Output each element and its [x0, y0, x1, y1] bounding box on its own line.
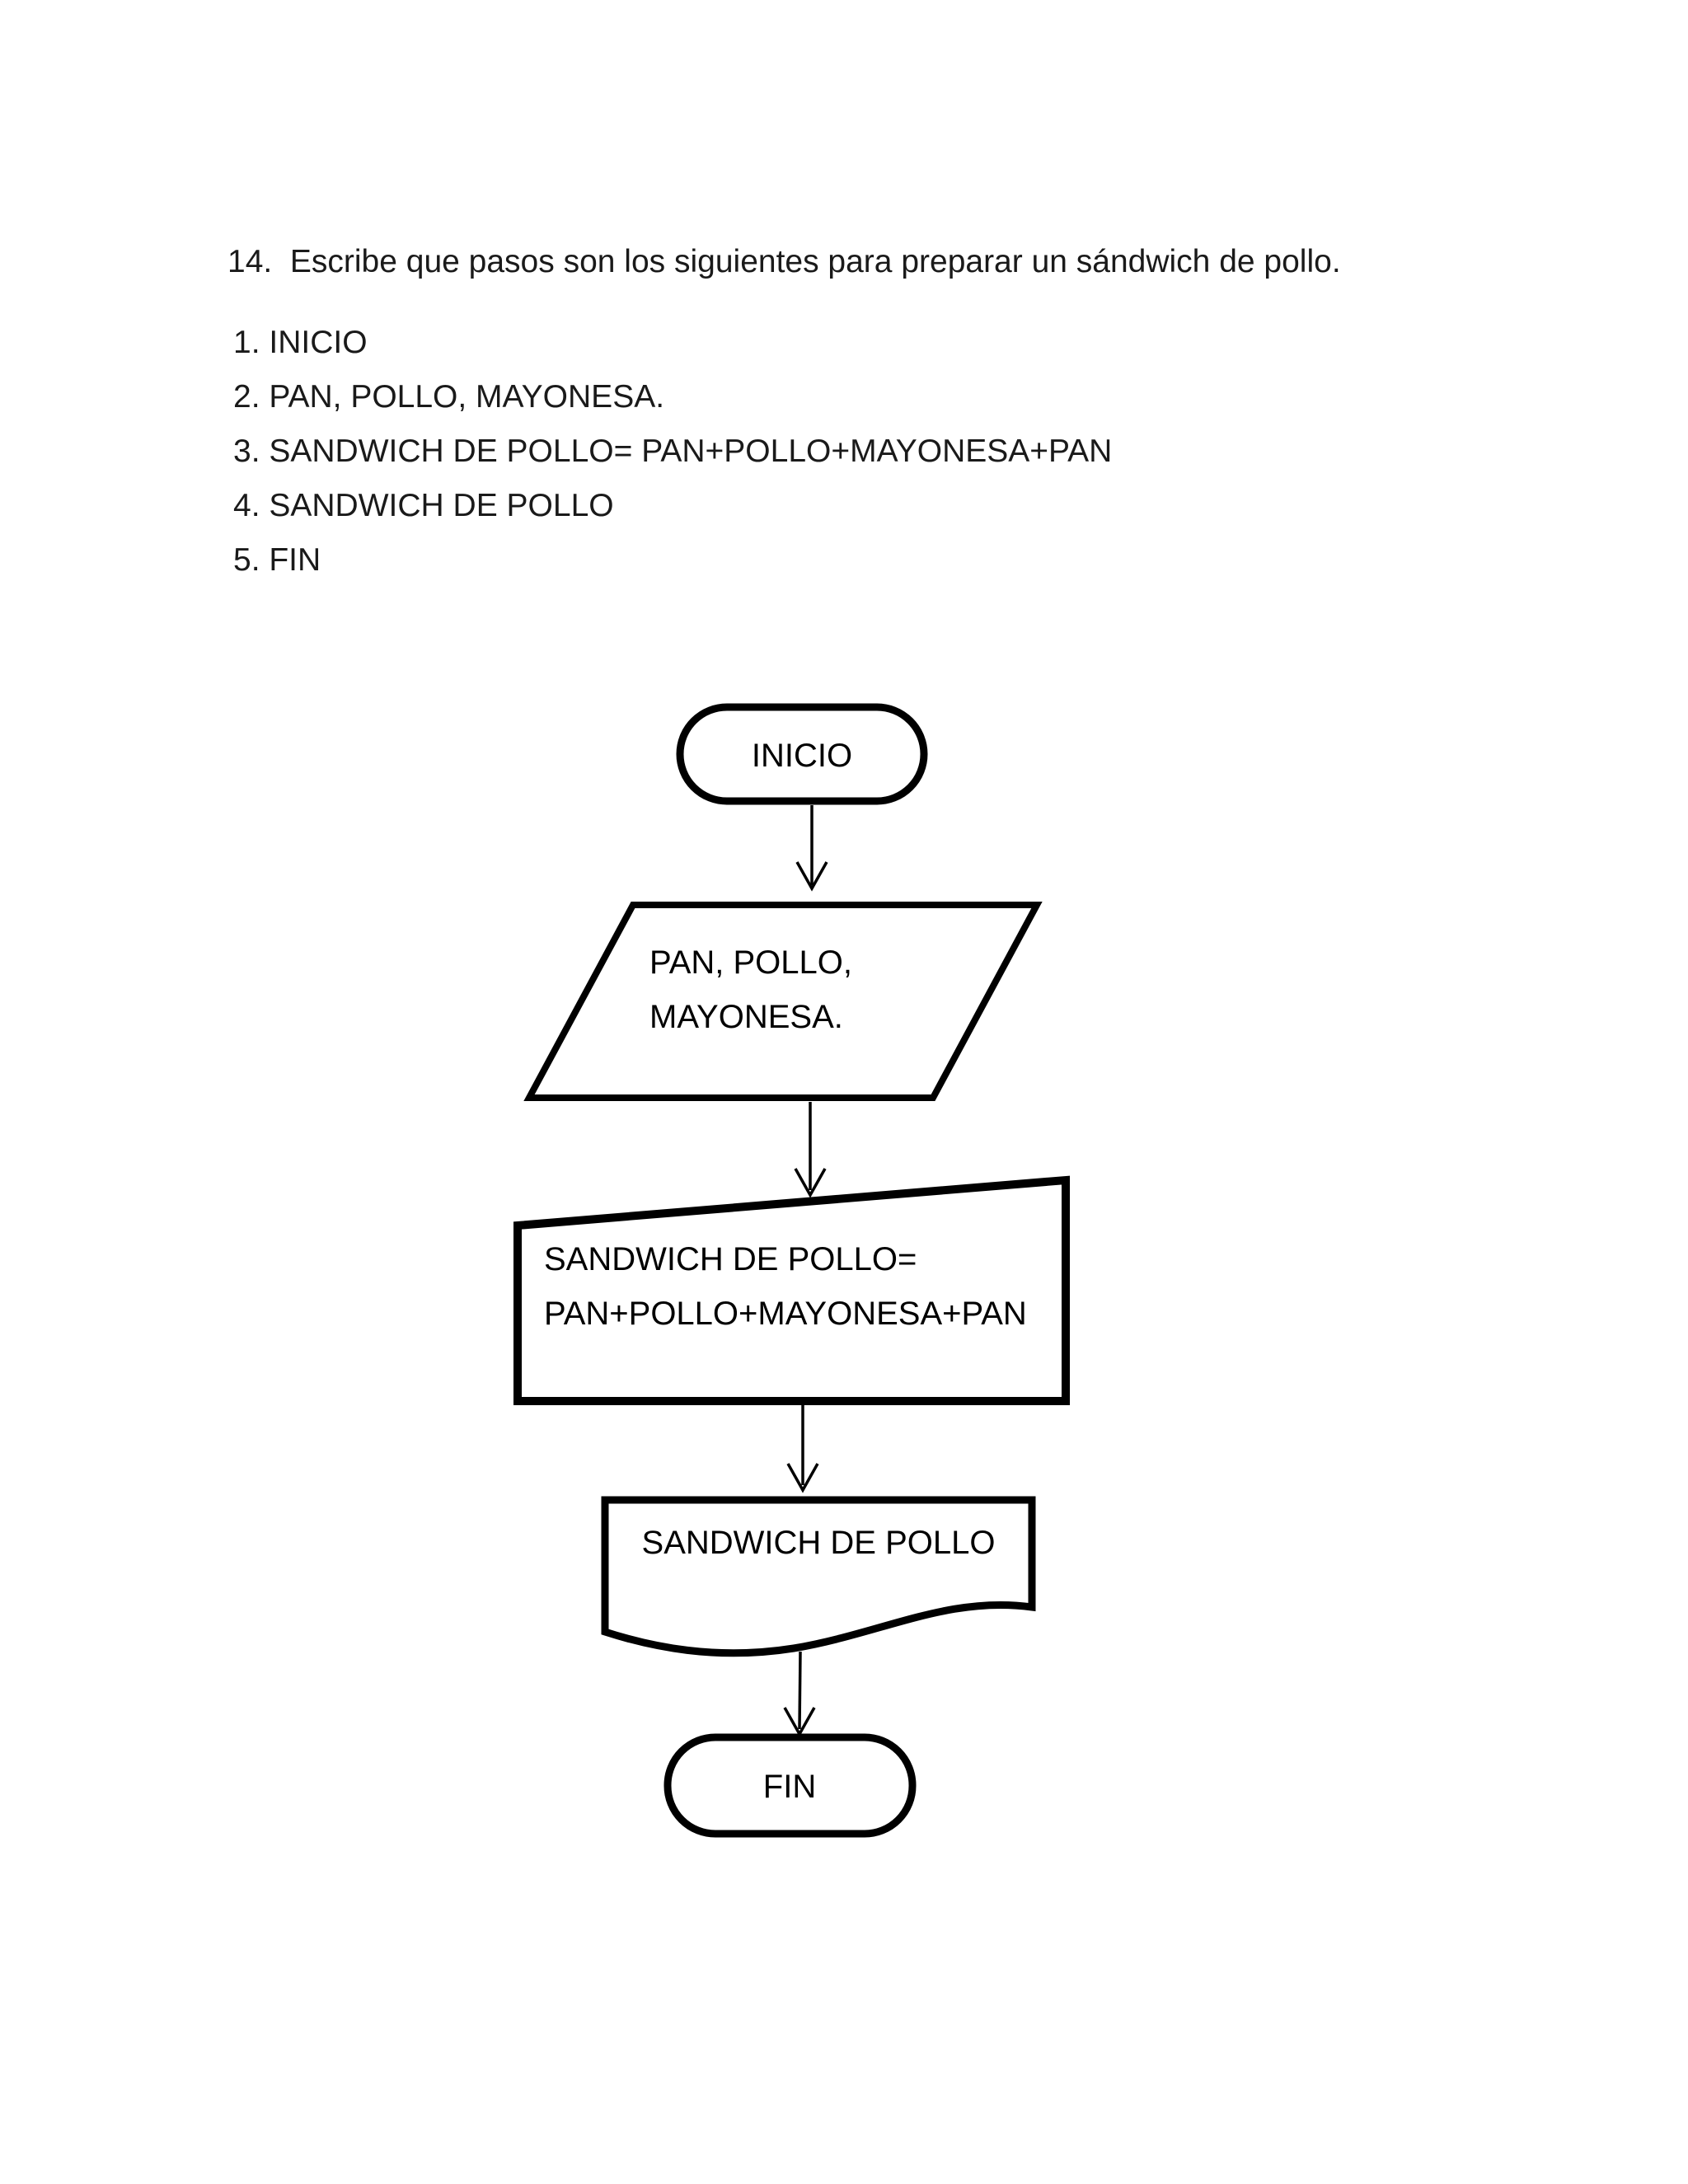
terminator-shape	[663, 1733, 917, 1838]
process-shape	[513, 1175, 1070, 1405]
arrow-line	[798, 1651, 802, 1730]
end-label: FIN	[763, 1769, 816, 1805]
flowchart-input-node: PAN, POLLO, MAYONESA.	[523, 902, 1043, 1101]
step-item: 5. FIN	[233, 542, 321, 578]
input-label-line2: MAYONESA.	[649, 999, 843, 1035]
arrow-input-to-process	[794, 1102, 827, 1198]
start-label: INICIO	[752, 738, 852, 774]
document-shape	[601, 1496, 1036, 1657]
process-label-line2: PAN+POLLO+MAYONESA+PAN	[544, 1296, 1027, 1332]
step-item: 3. SANDWICH DE POLLO= PAN+POLLO+MAYONESA…	[233, 434, 1113, 469]
steps-list: 1. INICIO 2. PAN, POLLO, MAYONESA. 3. SA…	[233, 316, 1112, 588]
parallelogram-shape	[523, 902, 1043, 1101]
arrow-head	[794, 1168, 827, 1198]
input-label-line1: PAN, POLLO,	[649, 944, 852, 981]
flowchart-process-node: SANDWICH DE POLLO= PAN+POLLO+MAYONESA+PA…	[513, 1175, 1070, 1405]
arrow-output-to-end	[783, 1651, 816, 1737]
flowchart-output-node: SANDWICH DE POLLO	[601, 1496, 1036, 1657]
step-item: 4. SANDWICH DE POLLO	[233, 488, 614, 523]
step-item: 1. INICIO	[233, 325, 368, 360]
output-label: SANDWICH DE POLLO	[642, 1525, 996, 1561]
arrow-process-to-output	[786, 1405, 819, 1493]
question-text: 14. Escribe que pasos son los siguientes…	[227, 244, 1341, 279]
process-label-line1: SANDWICH DE POLLO=	[544, 1241, 917, 1277]
step-item: 2. PAN, POLLO, MAYONESA.	[233, 379, 665, 415]
arrow-head	[786, 1463, 819, 1493]
arrow-start-to-input	[795, 805, 828, 892]
terminator-shape	[676, 703, 928, 805]
flowchart-start-node: INICIO	[676, 703, 928, 805]
arrow-head	[795, 861, 828, 892]
flowchart-end-node: FIN	[663, 1733, 917, 1838]
